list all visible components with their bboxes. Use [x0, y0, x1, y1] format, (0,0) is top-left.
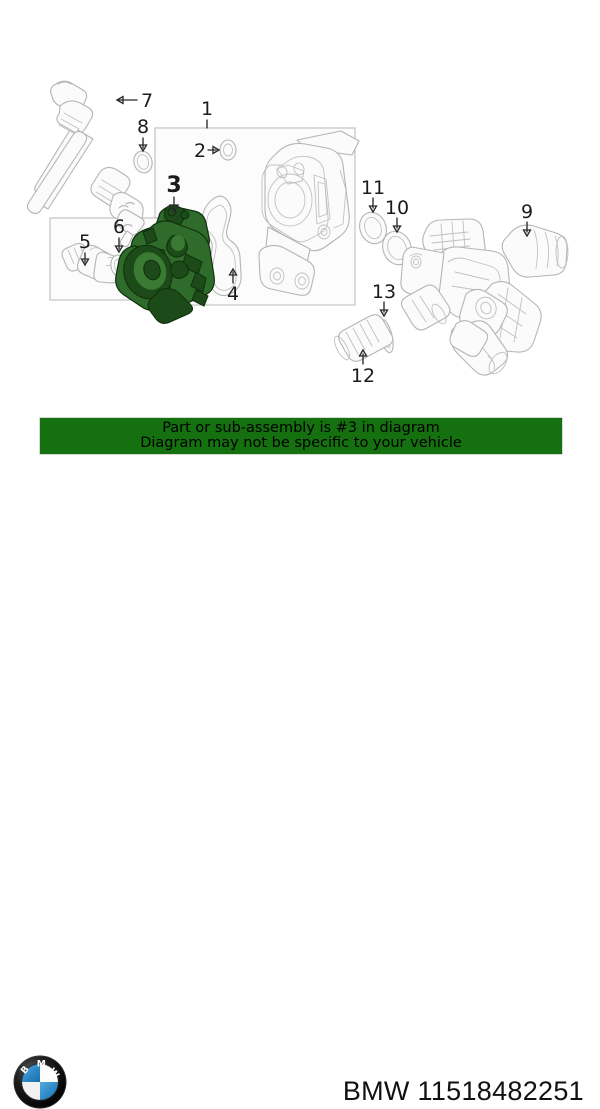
callout-6: 6	[113, 216, 125, 254]
parts-diagram: 7 8	[0, 0, 600, 410]
callout-4: 4	[227, 267, 239, 305]
notice-line-1: Part or sub-assembly is #3 in diagram	[162, 419, 440, 436]
callout-8-label: 8	[137, 116, 149, 138]
callout-3-label: 3	[166, 173, 181, 198]
parts-diagram-svg: 7 8	[26, 80, 569, 387]
callout-5-label: 5	[79, 231, 91, 253]
callout-10: 10	[385, 197, 409, 234]
part-11-o-ring	[359, 211, 387, 245]
part-8-o-ring	[133, 150, 153, 174]
callout-3: 3	[166, 173, 182, 214]
logo-letter-m: M	[37, 1058, 46, 1069]
callout-7-label: 7	[141, 90, 153, 112]
callout-12: 12	[351, 348, 375, 387]
part-7-coolant-hose	[26, 80, 145, 248]
notice-banner: Part or sub-assembly is #3 in diagram Di…	[39, 417, 563, 455]
callout-11-label: 11	[361, 177, 385, 199]
callout-11: 11	[361, 177, 385, 214]
callout-8: 8	[137, 116, 149, 153]
part-number-label: BMW 11518482251	[342, 1076, 584, 1106]
part-12-hose-fitting	[334, 314, 394, 362]
part-5-hose-connector	[61, 242, 121, 284]
callout-9-label: 9	[521, 201, 533, 223]
callout-1: 1	[201, 98, 213, 129]
part-1-water-pump-housing	[258, 130, 360, 296]
callout-9: 9	[521, 201, 533, 238]
part-2-o-ring	[219, 139, 237, 161]
callout-2: 2	[194, 140, 221, 162]
callout-2-label: 2	[194, 140, 206, 162]
footer: B M W BMW 11518482251	[0, 520, 600, 1109]
callout-6-label: 6	[113, 216, 125, 238]
callout-12-label: 12	[351, 365, 375, 387]
bmw-roundel-logo: B M W	[13, 1055, 67, 1109]
callout-13: 13	[372, 281, 396, 318]
part-9-coolant-pipe-outlet	[501, 224, 569, 278]
callout-7: 7	[115, 90, 153, 112]
callout-1-label: 1	[201, 98, 213, 120]
callout-4-label: 4	[227, 283, 239, 305]
part-3-coolant-water-pump	[115, 204, 215, 324]
callout-5: 5	[79, 231, 91, 267]
callout-13-label: 13	[372, 281, 396, 303]
thermostat-housing-assembly	[400, 218, 569, 376]
notice-line-2: Diagram may not be specific to your vehi…	[140, 435, 462, 451]
callout-10-label: 10	[385, 197, 409, 219]
